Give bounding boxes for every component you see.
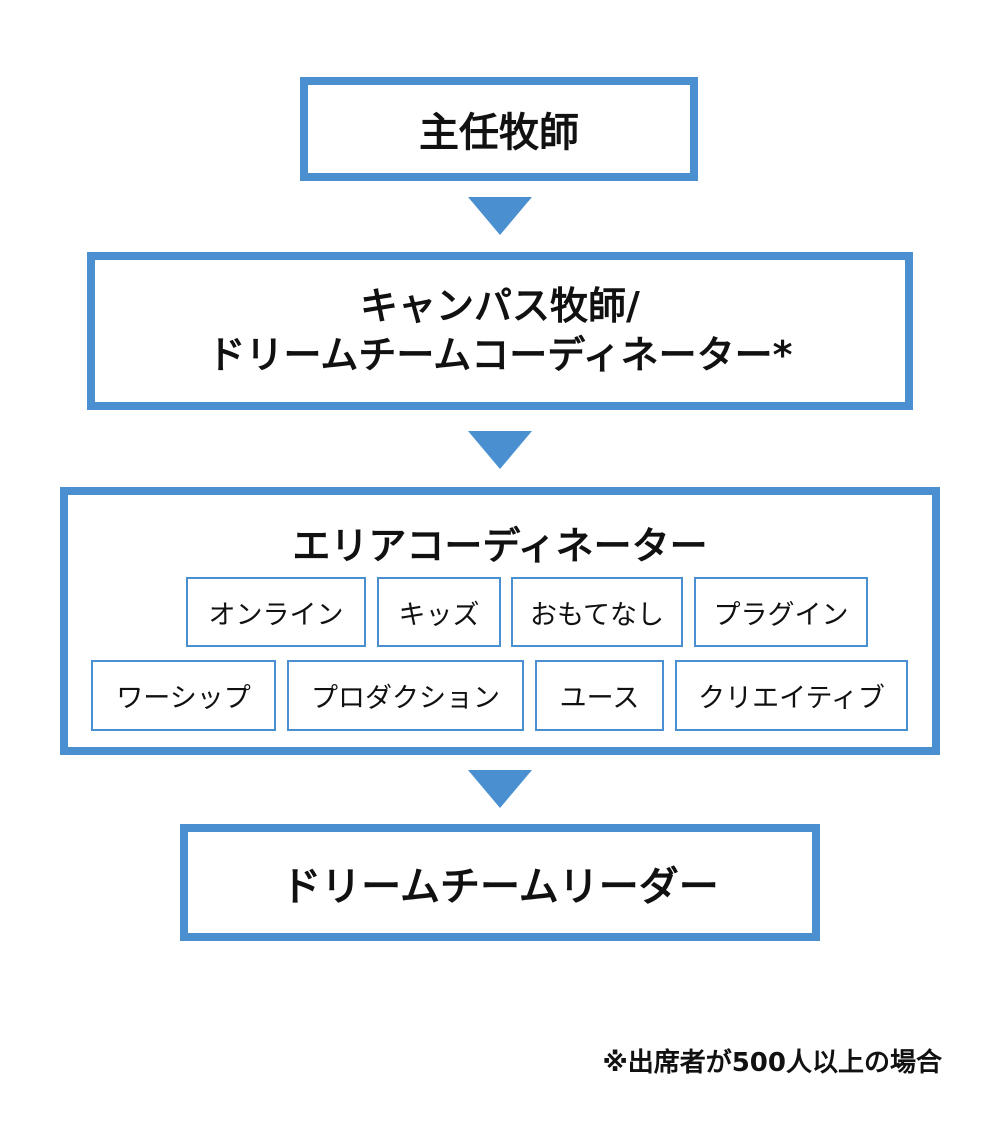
senior-pastor-box: 主任牧師 bbox=[300, 77, 698, 181]
area-chip-youth: ユース bbox=[535, 660, 664, 731]
footnote: ※出席者が500人以上の場合 bbox=[602, 1048, 942, 1078]
down-arrow-icon bbox=[468, 770, 532, 808]
down-arrow-icon bbox=[468, 431, 532, 469]
dream-team-leader-label: ドリームチームリーダー bbox=[281, 863, 719, 910]
senior-pastor-label: 主任牧師 bbox=[419, 110, 579, 156]
area-chip-hospitality: おもてなし bbox=[511, 577, 683, 647]
area-chip-kids: キッズ bbox=[377, 577, 501, 647]
area-chip-worship: ワーシップ bbox=[91, 660, 276, 731]
down-arrow-icon bbox=[468, 197, 532, 235]
campus-pastor-label-line1: キャンパス牧師/ bbox=[360, 283, 640, 328]
area-chip-creative: クリエイティブ bbox=[675, 660, 908, 731]
area-coordinator-title: エリアコーディネーター bbox=[292, 524, 708, 568]
area-coordinator-box: エリアコーディネーター オンライン キッズ おもてなし プラグイン ワーシップ … bbox=[60, 487, 940, 755]
dream-team-leader-box: ドリームチームリーダー bbox=[180, 824, 820, 941]
campus-pastor-label-line2: ドリームチームコーディネーター* bbox=[207, 333, 793, 377]
area-chip-production: プロダクション bbox=[287, 660, 524, 731]
area-chip-online: オンライン bbox=[186, 577, 366, 647]
campus-pastor-box: キャンパス牧師/ ドリームチームコーディネーター* bbox=[87, 252, 913, 410]
area-chip-plugin: プラグイン bbox=[694, 577, 868, 647]
